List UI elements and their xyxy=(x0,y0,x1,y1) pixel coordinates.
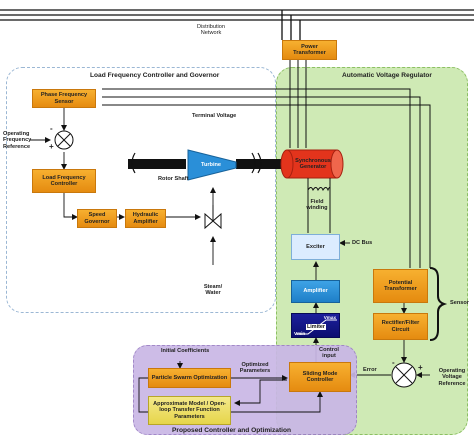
error-label: Error xyxy=(363,367,377,373)
optimized-parameters-label: Optimized Parameters xyxy=(239,362,271,375)
control-input-label: Control input xyxy=(319,347,339,360)
lfc-title: Load Frequency Controller and Governor xyxy=(90,72,220,79)
limiter-vmax: Vmax xyxy=(323,315,336,320)
rotor-shaft xyxy=(128,152,286,174)
lfc-plus-sign: + xyxy=(49,142,54,151)
network-label-line2: Network xyxy=(200,30,222,37)
synchronous-generator-label: Synchronous Generator xyxy=(295,157,331,170)
pso-block: Particle Swarm Optimization xyxy=(148,368,231,388)
limiter-label: Limiter xyxy=(306,324,326,331)
sensor-label: Sensor xyxy=(450,300,469,306)
distribution-bus xyxy=(0,9,474,40)
approximate-model-block: Approximate Model / Open-loop Transfer F… xyxy=(148,396,231,425)
amplifier-block: Amplifier xyxy=(291,280,340,303)
limiter-block: Vmax Vmin Limiter xyxy=(291,313,340,338)
hydraulic-amplifier-block: Hydraulic Amplifier xyxy=(125,209,166,228)
avr-summing-junction xyxy=(391,362,417,388)
lfc-minus-sign: - xyxy=(50,124,53,133)
turbine-label: Turbine xyxy=(200,161,222,168)
exciter-block: Exciter xyxy=(291,234,340,260)
rotor-shaft-label: Rotor Shaft xyxy=(158,176,189,182)
speed-governor-block: Speed Governor xyxy=(77,209,117,228)
avr-title: Automatic Voltage Regulator xyxy=(342,72,433,79)
generator-shape xyxy=(280,149,344,179)
terminal-voltage-label: Terminal Voltage xyxy=(192,113,237,119)
network-label: Distribution Network xyxy=(186,24,236,37)
load-frequency-controller-block: Load Frequency Controller xyxy=(32,169,96,193)
initial-coefficients-label: Initial Coefficients xyxy=(161,348,210,354)
field-winding-label: Field winding xyxy=(306,199,328,212)
network-label-line1: Distribution xyxy=(197,24,225,30)
potential-transformer-block: Potential Transformer xyxy=(373,269,428,303)
turbine-shape xyxy=(187,149,237,181)
limiter-vmin: Vmin xyxy=(294,330,306,336)
optimization-title: Proposed Controller and Optimization xyxy=(172,427,292,434)
op-voltage-ref-label: Operating Voltage Reference xyxy=(438,368,466,387)
op-freq-ref-label: Operating Frequency Reference xyxy=(3,131,32,150)
sliding-mode-controller-block: Sliding Mode Controller xyxy=(289,362,351,392)
dc-bus-label: DC Bus xyxy=(352,240,373,246)
rectifier-filter-block: Rectifier/Filter Circuit xyxy=(373,313,428,340)
avr-plus-sign: + xyxy=(418,363,423,372)
sensor-brace xyxy=(429,267,448,341)
phase-frequency-sensor-block: Phase Frequency Sensor xyxy=(32,89,96,108)
steam-water-label: Steam/ Water xyxy=(203,284,223,297)
avr-minus-sign: - xyxy=(392,358,395,367)
lfc-summing-junction xyxy=(54,130,74,150)
power-transformer-block: Power Transformer xyxy=(282,40,337,60)
field-winding-coil xyxy=(307,178,331,233)
valve-shape xyxy=(204,205,222,230)
generator-feed-lines xyxy=(102,60,431,268)
